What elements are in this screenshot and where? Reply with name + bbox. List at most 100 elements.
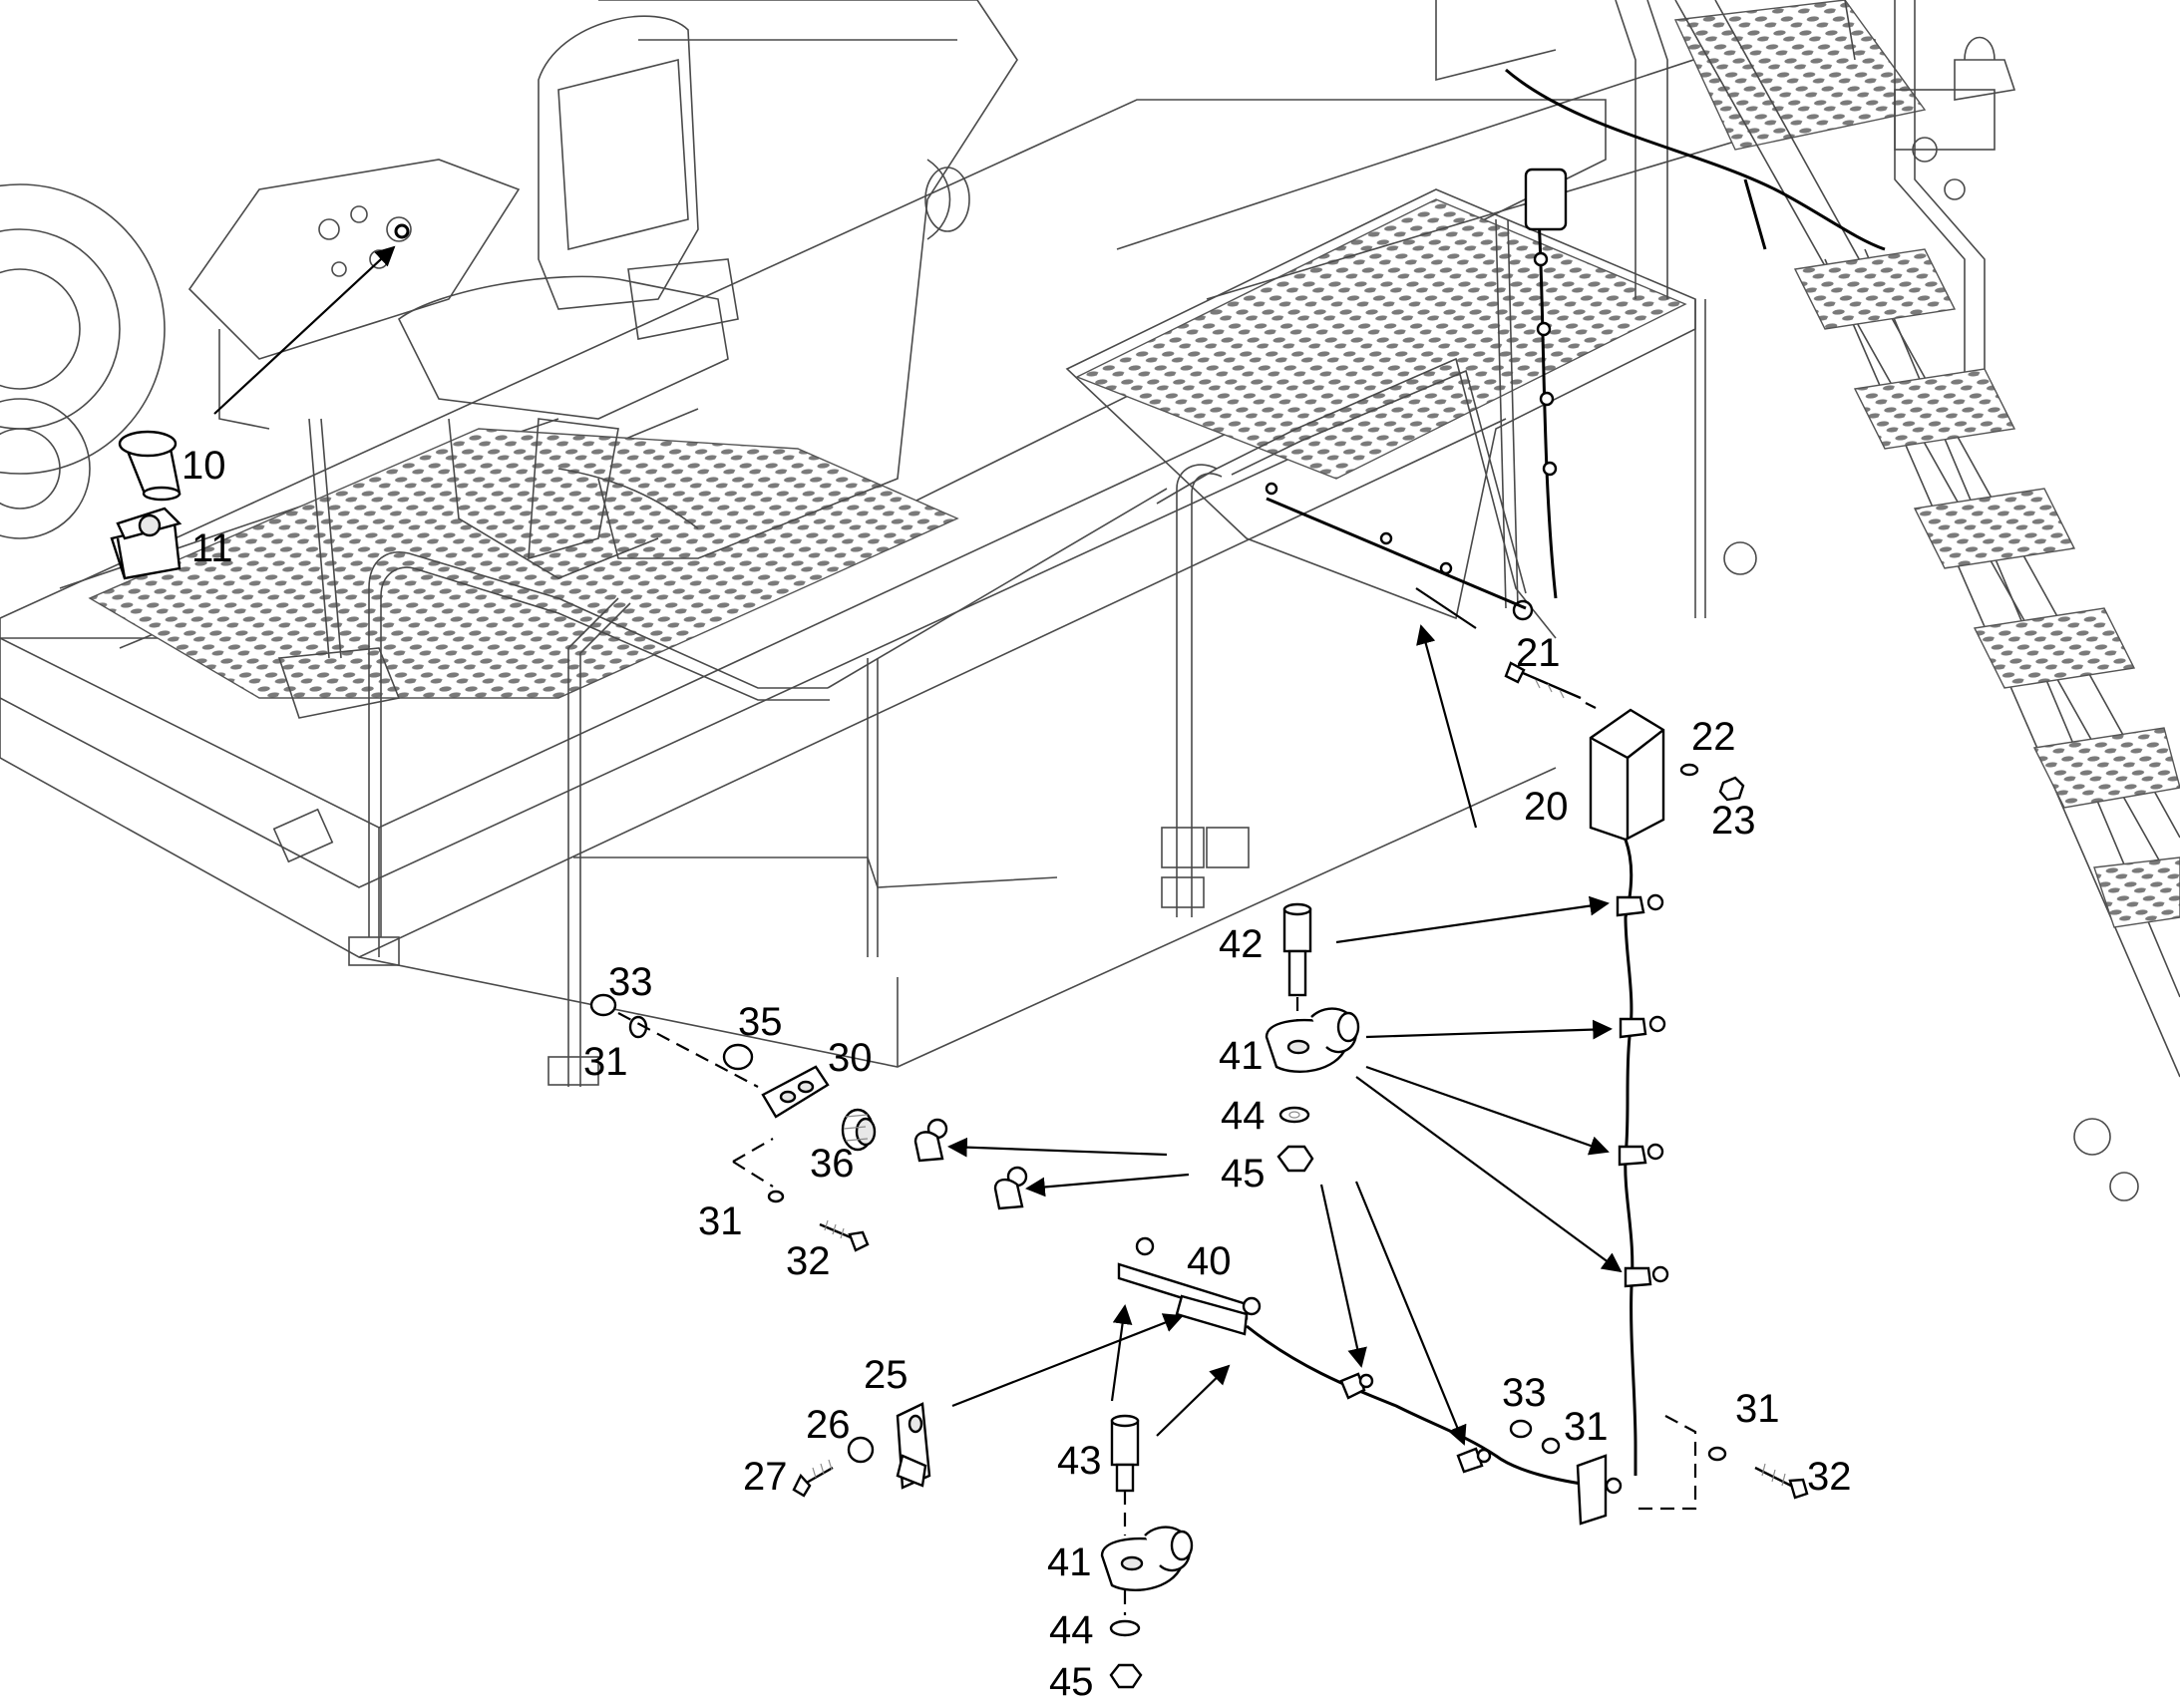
main-platform: [0, 99, 1607, 1068]
callout-35: 35: [738, 1000, 783, 1044]
cable-harness: [1616, 839, 1669, 1476]
leader-45-d: [1354, 1181, 1467, 1446]
dash-right: [1635, 1415, 1697, 1511]
leader-45-a: [947, 1137, 1168, 1158]
callout-labels: 10 11 21 22 20 23 42 33 35 30 31 41 44 3…: [182, 444, 1852, 1704]
callout-21: 21: [1516, 631, 1561, 675]
part-21-bolt: [1504, 661, 1582, 700]
callout-36: 36: [810, 1142, 855, 1186]
exploded-parts: [110, 245, 1809, 1689]
part-45-nut-b: [1109, 1663, 1143, 1689]
part-20-box: [1589, 708, 1665, 842]
callout-32: 32: [786, 1239, 831, 1283]
callout-45-b: 45: [1049, 1660, 1094, 1704]
leader-42: [1335, 895, 1610, 944]
callout-44-b: 44: [1049, 1608, 1094, 1652]
callout-20: 20: [1524, 785, 1569, 829]
callout-31: 31: [583, 1040, 628, 1084]
callout-43: 43: [1057, 1439, 1102, 1483]
part-36-grommet: [841, 1108, 877, 1152]
part-44-washer-hole: [1288, 1111, 1300, 1119]
cable-clip: [1624, 1265, 1669, 1288]
clip-a: [913, 1118, 948, 1163]
callout-11: 11: [191, 526, 233, 570]
cable-clip: [1616, 893, 1664, 917]
callout-30: 30: [828, 1036, 873, 1080]
callout-31-c: 31: [1564, 1405, 1609, 1449]
leader-41-a: [1365, 1019, 1613, 1040]
leader-43-a: [1110, 1304, 1133, 1402]
part-23-nut: [1718, 776, 1745, 802]
callout-41-b: 41: [1047, 1540, 1092, 1584]
handrails-main: [348, 464, 1250, 1087]
part-41-pclamp-b: [1100, 1526, 1194, 1592]
leader-45-b: [1025, 1173, 1190, 1197]
callout-25: 25: [864, 1353, 908, 1397]
part-43-screw: [1110, 1414, 1140, 1493]
dash-30-down: [732, 1138, 774, 1188]
callout-23: 23: [1711, 799, 1756, 843]
cable-clip: [1618, 1143, 1664, 1167]
part-32-bolt: [819, 1219, 870, 1252]
callout-32-b: 32: [1807, 1455, 1852, 1499]
callout-26: 26: [806, 1403, 851, 1447]
cable-clip: [1619, 1015, 1666, 1039]
harness-on-rail: [1265, 68, 1886, 621]
leader-10: [213, 245, 396, 415]
beacon-assembly: [1894, 36, 2016, 200]
callout-41: 41: [1219, 1034, 1264, 1078]
leader-45-c: [1319, 1184, 1367, 1368]
callout-44: 44: [1221, 1094, 1266, 1138]
control-console: [187, 0, 1018, 559]
callout-10: 10: [182, 444, 226, 488]
part-10-cap: [118, 430, 182, 502]
callout-27: 27: [743, 1455, 788, 1499]
part-33-washer: [589, 993, 617, 1017]
part-30-plate: [761, 1065, 830, 1119]
callout-40: 40: [1187, 1239, 1232, 1283]
callout-33-b: 33: [1502, 1371, 1547, 1415]
cable-clip: [1339, 1372, 1374, 1400]
callout-31-b: 31: [698, 1199, 743, 1243]
leader-43-b: [1156, 1364, 1231, 1437]
part-31-washer-c: [1541, 1437, 1561, 1455]
clip-b: [993, 1166, 1028, 1210]
leader-20-arrow: [1416, 624, 1478, 829]
part-27-bolt: [792, 1459, 834, 1498]
part-44-washer: [1278, 1106, 1310, 1124]
part-22-washer: [1679, 763, 1699, 777]
callout-31-d: 31: [1735, 1387, 1780, 1431]
dash-30-line: [617, 1012, 759, 1088]
part-11-switch: [110, 507, 182, 580]
machine-background: [0, 0, 2180, 1201]
callout-42: 42: [1219, 922, 1264, 966]
leader-20: [1415, 587, 1477, 629]
callout-22: 22: [1691, 715, 1736, 759]
staircase: [1674, 0, 2180, 1201]
part-32-bolt-b: [1754, 1463, 1809, 1500]
leader-41-c: [1355, 1076, 1623, 1273]
callout-45: 45: [1221, 1152, 1266, 1196]
part-42-screw: [1282, 902, 1312, 997]
control-lever: [277, 418, 401, 719]
hub-wheel: [0, 183, 166, 539]
part-35-washer: [722, 1043, 754, 1071]
operator-seat: [397, 15, 739, 579]
part-40-bracket: [1117, 1236, 1623, 1526]
walkway-platform: [1065, 188, 1706, 639]
cable-clip: [1456, 1447, 1492, 1474]
leader-25: [951, 1313, 1184, 1408]
dash-21: [1585, 702, 1597, 709]
part-31-washer-b: [767, 1190, 785, 1203]
part-41-pclamp: [1265, 1007, 1360, 1074]
part-44-washer-b: [1109, 1619, 1141, 1637]
part-26-washer: [847, 1436, 875, 1464]
part-33-washer-b: [1509, 1419, 1533, 1439]
leader-41-b: [1365, 1065, 1610, 1156]
part-25-bracket: [896, 1402, 931, 1490]
callout-33: 33: [608, 960, 653, 1004]
part-31-washer-d: [1707, 1446, 1727, 1462]
part-45-nut: [1276, 1145, 1314, 1173]
